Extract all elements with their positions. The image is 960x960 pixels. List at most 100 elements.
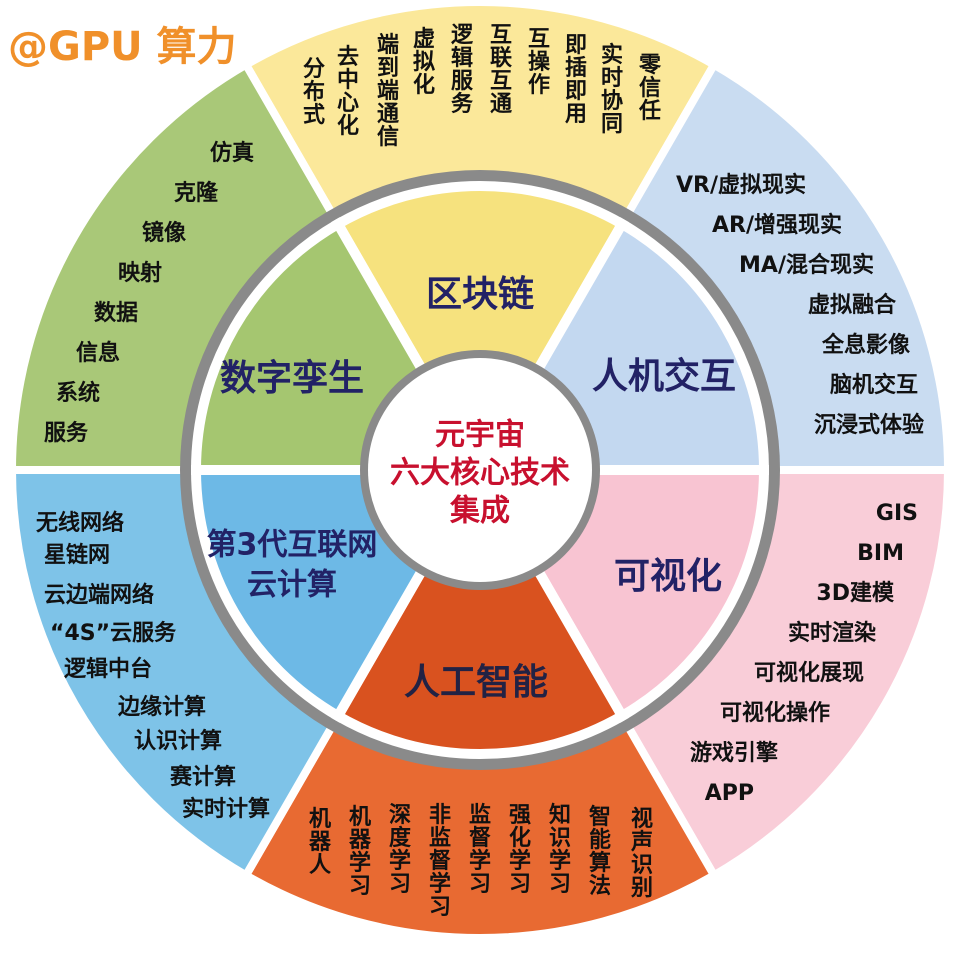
blockchain-item-char: 虚 [413,26,435,52]
visualization-item: APP [705,781,754,806]
ai-item-char: 学 [389,848,411,874]
twin-item: 克隆 [174,180,219,206]
ai-item-char: 学 [549,848,571,874]
ai-item-char: 习 [349,874,371,899]
ai-item-char: 监 [429,825,451,851]
blockchain-item-char: 去 [337,45,359,70]
ai-item-char: 强 [509,803,531,828]
ai-item-char: 机 [349,805,371,830]
blockchain-item-char: 分 [303,57,325,82]
blockchain-item-char: 服 [451,69,474,94]
ai-item-char: 机 [309,807,331,832]
inner-sector-blockchain [331,180,629,481]
hci-item: 沉浸式体验 [814,412,924,438]
blockchain-item-char: 式 [303,103,325,128]
cloud-item: 实时计算 [182,796,270,822]
sector-name-blockchain: 区块链 [426,274,534,315]
visualization-item: 3D建模 [816,581,895,606]
blockchain-item-char: 互 [490,23,512,48]
cloud-item: 无线网络 [36,510,124,536]
center-circle [368,358,592,582]
ai-item-char: 识 [631,853,653,878]
blockchain-item-char: 用 [565,102,587,127]
ai-item-char: 化 [509,825,531,851]
visualization-item: 可视化展现 [754,660,864,686]
twin-item: 镜像 [142,220,187,246]
ai-item-char: 器 [348,828,372,853]
blockchain-item-char: 中 [337,68,359,93]
ai-item-char: 声 [630,830,653,855]
ai-item-char: 习 [469,872,491,897]
blockchain-item-char: 信 [377,124,399,150]
cloud-item: “4S”云服务 [50,621,177,646]
center-title-line: 六大核心技术 [390,456,570,491]
blockchain-item-char: 互 [528,27,550,52]
sector-name-ai: 人工智能 [404,662,548,703]
blockchain-item-char: 作 [528,73,550,98]
blockchain-item-char: 端 [377,33,399,58]
visualization-item: GIS [876,501,918,526]
blockchain-item-char: 联 [490,46,512,71]
twin-item: 信息 [76,340,120,366]
ai-item-char: 学 [429,871,451,897]
blockchain-item-char: 协 [601,89,623,114]
sector-name-visualization: 可视化 [614,556,722,597]
visualization-item: BIM [857,541,904,566]
cloud-item: 星链网 [44,542,110,568]
twin-item: 系统 [56,380,100,406]
ai-item-char: 习 [389,872,411,897]
sector-item-labels: 分布式去中心化端到端通信虚拟化逻辑服务互联互通互操作即插即用实时协同零信任机器人… [36,23,924,920]
hci-item: 虚拟融合 [808,292,897,318]
blockchain-item-char: 心 [337,91,359,116]
ai-item-char: 深 [389,803,411,828]
twin-item: 仿真 [210,140,254,166]
watermark-text: @GPU 算力 [8,24,237,70]
ai-item-char: 知 [549,802,571,828]
blockchain-item-char: 辑 [451,45,473,71]
outer-ring [7,0,953,942]
sector-name-cloud: 云计算 [247,568,337,603]
blockchain-item-char: 拟 [413,50,435,75]
cloud-item: 逻辑中台 [64,656,152,682]
blockchain-item-char: 互 [490,69,512,94]
sector-name-cloud: 第3代互联网 [207,528,378,563]
blockchain-item-char: 插 [565,56,587,81]
ai-item-char: 习 [429,895,451,920]
hci-item: 脑机交互 [830,372,918,398]
ai-item-char: 学 [509,848,531,874]
ai-item-char: 器 [308,830,332,855]
blockchain-item-char: 务 [451,92,474,117]
blockchain-item-char: 通 [490,92,512,117]
twin-item: 映射 [118,260,162,286]
ai-item-char: 督 [469,825,491,851]
twin-item: 数据 [94,300,138,326]
sector-name-hci: 人机交互 [592,355,736,397]
blockchain-item-char: 时 [601,66,623,91]
visualization-item: 实时渲染 [788,620,876,646]
center-title-line: 元宇宙 [435,418,525,453]
blockchain-item-char: 端 [377,79,399,104]
ai-item-char: 视 [631,806,653,832]
blockchain-item-char: 到 [377,56,399,81]
ai-item-char: 识 [549,826,571,851]
blockchain-item-char: 同 [601,112,623,137]
ai-item-char: 督 [429,848,451,874]
hci-item: 全息影像 [821,332,911,358]
sector-name-twin: 数字孪生 [220,357,364,399]
blockchain-item-char: 通 [377,102,399,127]
blockchain-item-char: 化 [413,72,435,98]
ai-item-char: 学 [349,850,371,876]
twin-item: 服务 [44,421,89,446]
blockchain-item-char: 信 [639,75,661,101]
ai-item-char: 监 [469,802,491,828]
cloud-item: 边缘计算 [117,694,206,720]
cloud-item: 赛计算 [169,764,236,790]
ai-item-char: 人 [309,853,331,878]
ai-item-char: 度 [389,825,412,851]
center-title-line: 集成 [449,494,510,529]
blockchain-item-char: 操 [528,50,551,75]
cloud-item: 认识计算 [134,728,222,754]
